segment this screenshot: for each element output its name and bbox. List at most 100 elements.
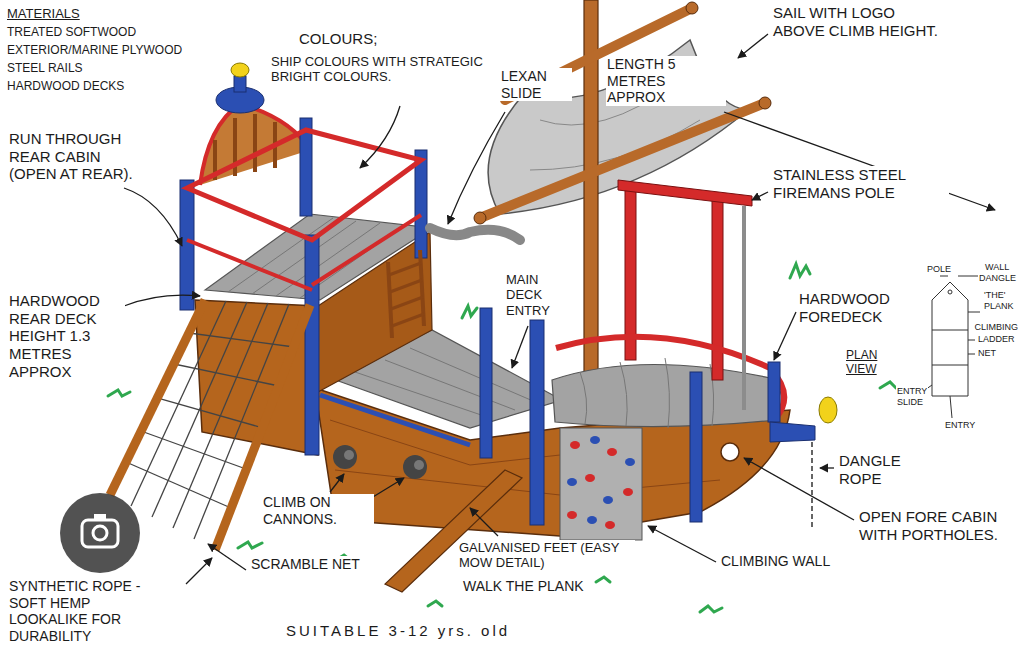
foredeck-label: HARDWOOD FOREDECK [798,290,925,325]
foredeck [530,320,544,525]
plan-view-heading: PLAN VIEW [845,348,897,376]
climbing-wall [570,441,580,449]
cannon [344,450,354,460]
material-item: HARDWOOD DECKS [6,79,125,93]
rear-deck [187,130,421,240]
mast [474,0,771,372]
rear-deck [312,215,421,285]
bowsprit [819,397,837,423]
leader-line [448,112,505,224]
bowsprit [811,442,813,528]
plan-view-label: ENTRY [896,386,928,397]
climbing-wall [567,436,635,524]
plank-label: WALK THE PLANK [462,578,585,595]
materials-heading: MATERIALS [6,6,81,21]
leader-line [124,188,182,246]
climbing-wall [585,474,595,482]
cannon [333,445,357,469]
grass-tuft [108,264,896,612]
entry-label: MAIN DECK ENTRY [505,272,579,318]
leader-line [360,106,400,168]
climbing-wall [623,488,633,496]
leader-line [512,326,528,368]
climbing-wall [587,516,597,524]
main-deck [355,348,540,418]
rear-deck [187,240,312,290]
material-item: STEEL RAILS [6,61,84,75]
grass-tuft [880,382,896,388]
grass-tuft [238,542,262,548]
age-caption: SUITABLE 3-12 yrs. old [285,622,511,640]
mast [474,212,486,224]
rope-label: DANGLE ROPE [838,452,940,487]
leader-line [752,192,768,200]
hull [335,470,720,495]
mast [480,103,765,218]
climbing-wall [590,436,600,444]
walk-plank [385,470,522,592]
grass-tuft [790,264,810,278]
pole-label: STAINLESS STEEL FIREMANS POLE [772,166,949,201]
plan-view-label: 'THE' PLANK [983,290,1019,311]
plan-view-sketch [940,276,982,277]
plan-view-label: DANGLE [978,273,1017,284]
leader-line [470,508,498,536]
cannon [403,455,427,479]
foredeck [556,337,784,418]
plan-view-sketch [932,330,968,331]
plan-view-sketch [922,276,982,418]
length-dimension: LENGTH 5 METRES APPROX [606,56,726,106]
foredeck [480,308,492,458]
cannons-label: CLIMB ON CANNONS. [262,494,374,527]
leader-line [186,558,212,584]
material-item: TREATED SOFTWOOD [6,25,137,39]
climbing-wall [567,511,577,519]
walk-plank [385,470,522,592]
grass-tuft [700,606,722,612]
plan-view-label: WALL [984,262,1010,273]
leader-line [774,312,796,360]
rear-cabin [234,76,246,92]
rear-cabin [231,63,249,77]
leader-line [648,526,716,562]
climbing-wall-label: CLIMBING WALL [720,553,831,570]
plan-view-label: LADDER [977,334,1016,345]
plan-view-sketch [932,365,968,366]
mast [686,2,698,14]
bowsprit [770,422,815,442]
sail-note: SAIL WITH LOGO ABOVE CLIMB HEIGHT. [772,4,944,39]
grass-tuft [596,577,610,582]
lens-icon [94,514,106,520]
climbing-wall [603,496,613,504]
scramble-net [152,302,247,517]
porthole [721,443,739,461]
leader-line [330,474,344,492]
plan-view-label: POLE [926,264,952,275]
grass-tuft [462,306,477,318]
bowsprit [770,397,837,528]
plan-view-label: NET [977,348,997,359]
fore-cabin-label: OPEN FORE CABIN WITH PORTHOLES. [858,508,1018,543]
lens-icon [82,520,118,547]
plan-view-sketch [948,290,952,294]
colours-note: SHIP COLOURS WITH STRATEGIC BRIGHT COLOU… [270,54,507,85]
foredeck [768,362,780,422]
climbing-wall [567,478,577,486]
plan-view-sketch [932,282,968,396]
slide [430,228,520,240]
leader-line [208,544,246,570]
lens-icon [60,493,140,573]
cabin-label: RUN THROUGH REAR CABIN (OPEN AT REAR). [8,130,135,183]
climbing-wall [560,428,642,540]
climbing-wall [567,441,633,529]
slide [430,228,520,240]
plan-view-label: SLIDE [896,397,924,408]
foredeck [742,206,746,410]
porthole [721,443,739,461]
rear-deck [415,150,427,258]
lens-icon [60,493,140,573]
ladder [389,263,424,326]
grass-tuft [428,601,442,606]
climbing-wall [560,428,642,540]
plan-view-label: ENTRY [944,420,976,431]
